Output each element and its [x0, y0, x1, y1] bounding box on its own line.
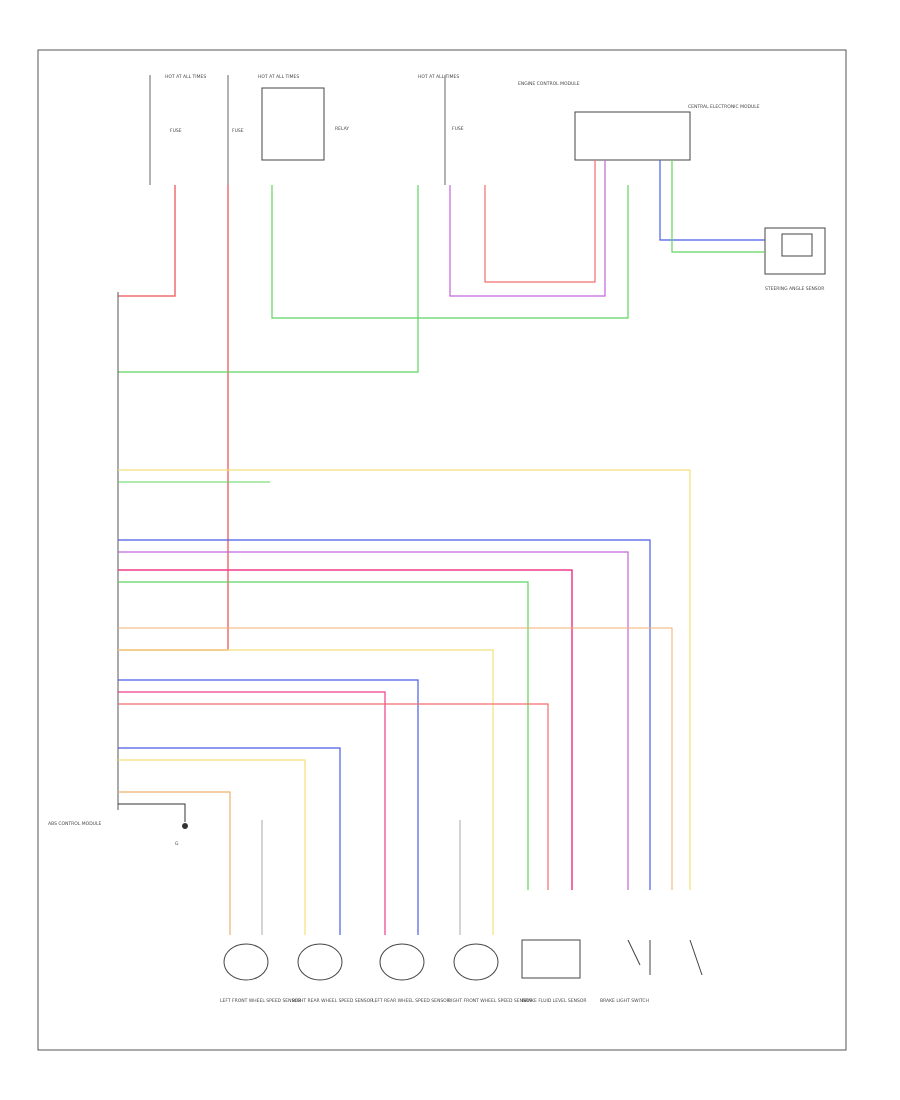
wire-blue-lr [118, 679, 419, 860]
relay-box [261, 87, 325, 161]
wire-pink-lr [118, 691, 386, 860]
sensor-rf: RIGHT FRONT WHEEL SPEED SENSOR [448, 820, 533, 1004]
sensor-fluid: BRAKE FLUID LEVEL SENSOR [521, 939, 587, 1004]
steering-sensor-box [764, 227, 826, 275]
ground-symbol [182, 823, 188, 829]
gateway-module-label: CENTRAL ELECTRONIC MODULE [688, 104, 760, 110]
wire-violet-long [118, 551, 629, 890]
wire-ign-green [118, 185, 419, 373]
rr-sensor-label: RIGHT REAR WHEEL SPEED SENSOR [292, 998, 373, 1004]
wire-fuse3-violet [449, 160, 606, 297]
engine-module-label: ENGINE CONTROL MODULE [518, 81, 580, 87]
relay-label: RELAY [335, 126, 349, 132]
lf-sensor-label: LEFT FRONT WHEEL SPEED SENSOR [220, 998, 301, 1004]
lf-sensor-icon [223, 943, 269, 981]
wire-pink-fluid [118, 569, 573, 890]
fluid-sensor-box [521, 939, 581, 979]
lr-sensor-label: LEFT REAR WHEEL SPEED SENSOR [372, 998, 450, 1004]
rf-sensor-label: RIGHT FRONT WHEEL SPEED SENSOR [448, 998, 533, 1004]
wire-fuse1-red [118, 185, 176, 297]
wire-red-fluid [118, 703, 549, 890]
power-supply-group: HOT AT ALL TIMES FUSE HOT AT ALL TIMES F… [149, 74, 826, 292]
wire-fuse3-red [484, 160, 596, 283]
wire-yellow-rr [118, 759, 306, 860]
brake-switch-label: BRAKE LIGHT SWITCH [600, 998, 649, 1004]
ground-group: G [175, 823, 188, 847]
wire-orange-lf [118, 791, 231, 860]
control-module-label: ABS CONTROL MODULE [48, 821, 101, 827]
wire-blue-rr [118, 747, 341, 860]
lr-sensor-icon [379, 943, 425, 981]
steering-sensor-label: STEERING ANGLE SENSOR [765, 286, 824, 292]
wire-ground [118, 803, 186, 822]
fuse-3-name: FUSE [452, 126, 464, 132]
fuse-2-header: HOT AT ALL TIMES [258, 74, 299, 80]
wire-yellow-brake-switch [118, 469, 691, 890]
fuse-1-name: FUSE [170, 128, 182, 134]
steering-sensor-inner [781, 233, 813, 257]
fluid-sensor-label: BRAKE FLUID LEVEL SENSOR [522, 998, 587, 1004]
brake-switch: BRAKE LIGHT SWITCH [600, 939, 703, 1004]
rr-sensor-icon [297, 943, 343, 981]
sensor-rr: RIGHT REAR WHEEL SPEED SENSOR [292, 860, 373, 1004]
fuse-3-header: HOT AT ALL TIMES [418, 74, 459, 80]
brake-switch-contact [627, 939, 641, 966]
fuse-2-name: FUSE [232, 128, 244, 134]
sensor-lr: LEFT REAR WHEEL SPEED SENSOR [372, 860, 450, 1004]
ground-label: G [175, 841, 179, 847]
wire-relay-green [271, 185, 629, 319]
wire-can-green [671, 160, 765, 253]
control-module-group: ABS CONTROL MODULE [48, 292, 119, 827]
wire-green-fluid [118, 581, 529, 890]
wire-yellow-rf [118, 649, 494, 860]
wire-can-blue [659, 160, 765, 241]
fuse-1-header: HOT AT ALL TIMES [165, 74, 206, 80]
diagram-frame [37, 49, 847, 1051]
wire-orange-switch [118, 627, 673, 890]
wire-fuse2-red [118, 185, 229, 651]
module-wires [118, 469, 691, 890]
top-wires [118, 160, 765, 651]
gateway-module-box [574, 111, 691, 161]
sensor-lf: LEFT FRONT WHEEL SPEED SENSOR [220, 820, 301, 1004]
wire-blue-long [118, 539, 651, 890]
rf-sensor-icon [453, 943, 499, 981]
